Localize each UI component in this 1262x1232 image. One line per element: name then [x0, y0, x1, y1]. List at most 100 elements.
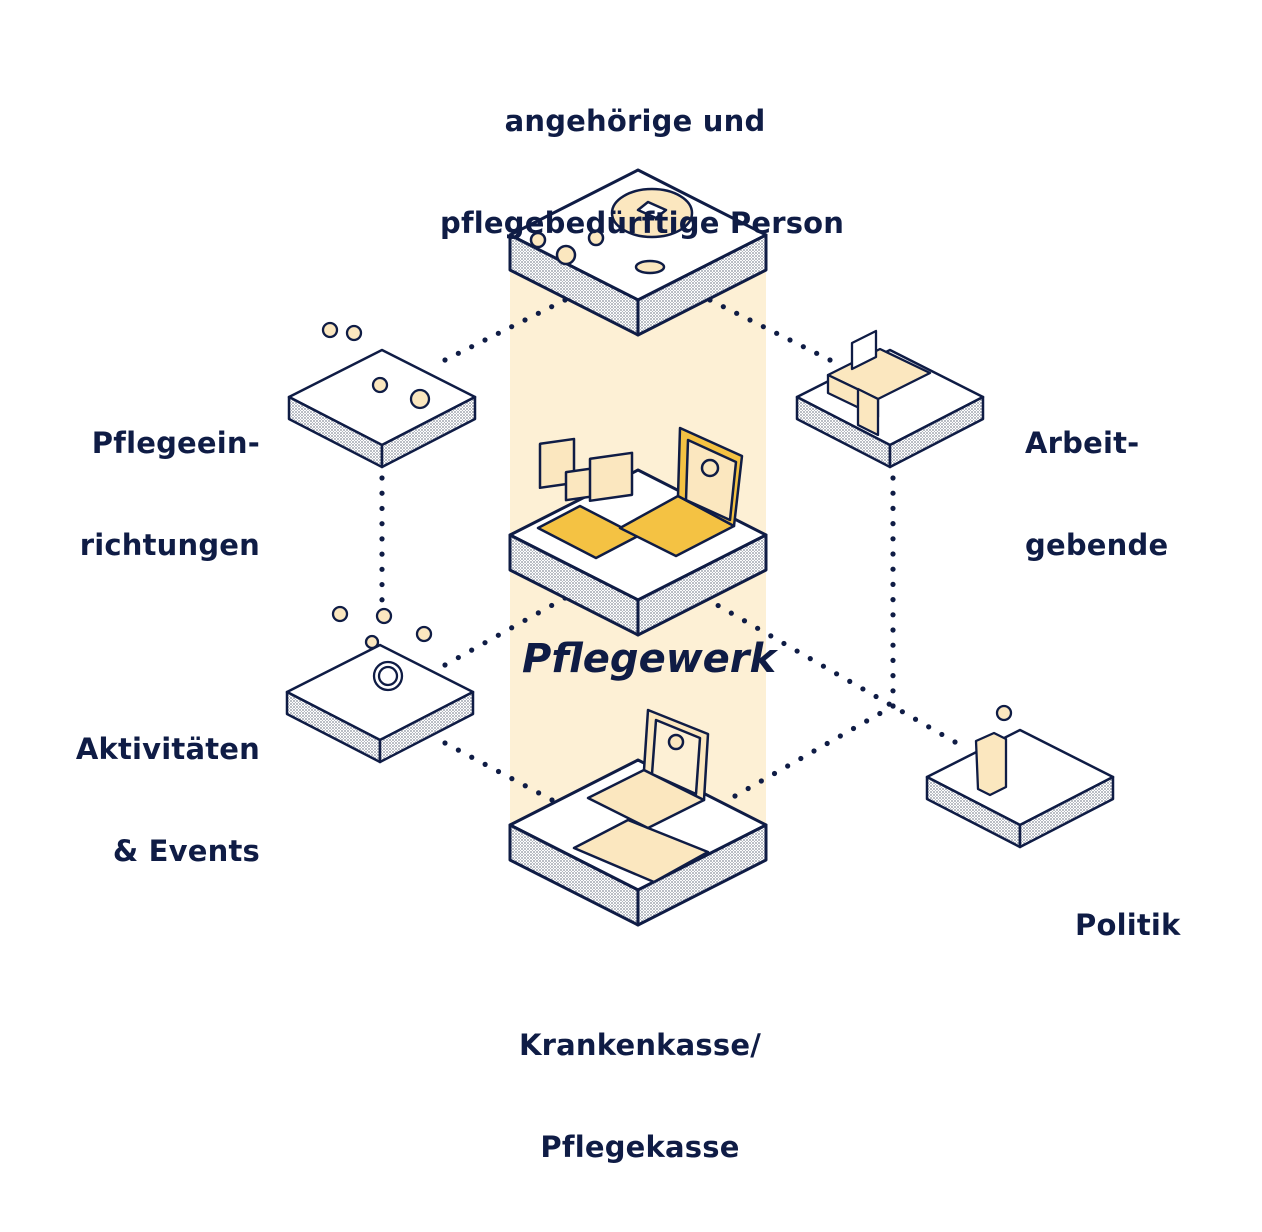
connector-dot [760, 324, 766, 330]
label-line: & Events [112, 834, 260, 868]
connector-dot [549, 797, 555, 803]
connector-dot [549, 602, 555, 609]
connector-dot [509, 776, 515, 782]
connector-dot [745, 785, 751, 792]
connector-dot [864, 718, 870, 724]
connector-dot [379, 581, 385, 588]
connector-dot [800, 344, 806, 350]
connector-dot [535, 310, 541, 316]
connector-dot [890, 505, 896, 511]
node-aktivitaeten[interactable] [285, 605, 475, 764]
node-politik[interactable] [925, 704, 1115, 849]
connector-dot [837, 733, 843, 739]
connector-dot [720, 304, 726, 310]
connector-dot [549, 304, 555, 310]
politics-illustration [974, 704, 1011, 797]
connector-dot [469, 647, 475, 653]
connector-dot [495, 768, 502, 775]
connector-dot [811, 748, 817, 754]
connector-dot [820, 663, 827, 669]
connector-dot [850, 725, 857, 732]
connector-dot [379, 521, 385, 527]
label-krankenkasse: Krankenkasse/ Pflegekasse [490, 960, 790, 1232]
connector-dot [886, 701, 892, 707]
label-line: Krankenkasse/ [518, 1028, 762, 1062]
connector-aktivitaeten-krankenkasse [442, 740, 555, 803]
connector-aktivitaeten-pflegewerk [442, 595, 568, 668]
connector-dot [379, 475, 385, 481]
connector-dot [379, 536, 385, 542]
connector-dot [741, 618, 748, 624]
connector-dot [442, 662, 448, 668]
connector-dot [787, 337, 793, 343]
connector-dot [379, 490, 385, 496]
node-krankenkasse[interactable] [508, 708, 768, 927]
connector-dot [379, 566, 385, 572]
connector-dot [715, 602, 721, 609]
connector-dot [536, 790, 542, 796]
devices-illustration [536, 426, 744, 560]
connector-dot [734, 310, 740, 316]
connector-dot [890, 521, 896, 527]
connector-dot [455, 654, 461, 661]
connector-dot [939, 731, 945, 738]
connector-dot [952, 739, 958, 745]
node-pflegeeinrichtungen[interactable] [287, 321, 477, 469]
connector-pflegeeinrichtungen-aktivitaeten [379, 475, 385, 618]
label-line: pflegebedürftige Person [440, 206, 845, 240]
connector-dot [833, 671, 840, 677]
connector-dot [890, 657, 896, 664]
connector-dot [890, 688, 896, 694]
desk-worker-illustration [826, 329, 932, 437]
connector-dot [890, 536, 896, 542]
label-pflegeeinrichtungen: Pflegeein- richtungen [60, 358, 260, 630]
connector-dot [926, 724, 932, 730]
connector-dot [482, 761, 488, 767]
label-arbeitgebende: Arbeit- gebende [1025, 358, 1168, 630]
connector-dot [890, 642, 896, 648]
laptop-document-illustration [572, 708, 710, 884]
connector-dot [877, 710, 883, 717]
connector-dot [509, 324, 515, 330]
connector-dot [379, 505, 385, 512]
connector-dot [522, 317, 528, 323]
label-line: Aktivitäten [75, 732, 260, 766]
connector-dot [890, 475, 896, 481]
connector-dot [482, 640, 488, 646]
connector-dot [469, 344, 475, 350]
node-arbeitgebende[interactable] [795, 329, 985, 469]
connector-dot [890, 597, 896, 603]
node-angehoerige[interactable] [508, 168, 768, 337]
connector-dot [890, 490, 896, 496]
connector-dot [814, 350, 820, 356]
connector-dot [455, 747, 461, 753]
connector-dot [807, 656, 813, 662]
connector-dot [522, 783, 528, 789]
connector-dot [747, 317, 753, 323]
label-line: richtungen [79, 528, 260, 562]
connector-angehoerige-pflegeeinrichtungen [442, 297, 568, 363]
label-politik: Politik [1075, 840, 1181, 1010]
connector-dot [827, 357, 833, 363]
connector-dot [847, 678, 853, 684]
connector-dot [379, 551, 385, 557]
connector-dot [798, 755, 804, 762]
connector-dot [912, 716, 919, 722]
platform [285, 643, 475, 764]
connector-dot [442, 357, 448, 363]
connector-dot [455, 350, 461, 356]
label-line: gebende [1025, 528, 1169, 562]
node-pflegewerk[interactable] [508, 426, 768, 637]
label-angehoerige: angehörige und pflegebedürftige Person [440, 36, 845, 308]
connector-dot [469, 754, 475, 760]
connector-dot [495, 330, 501, 336]
rollator-icon [529, 229, 603, 266]
connector-arbeitgebende-krankenkasse [732, 475, 896, 799]
label-line: Pflegekasse [540, 1130, 740, 1164]
connector-dot [890, 581, 896, 588]
monitor-icon [850, 329, 878, 371]
pflegewerk-network-diagram: angehörige und pflegebedürftige Person P… [60, 36, 1181, 1164]
connector-dot [728, 610, 734, 616]
connector-dot [890, 612, 896, 618]
connector-dot [890, 566, 896, 572]
